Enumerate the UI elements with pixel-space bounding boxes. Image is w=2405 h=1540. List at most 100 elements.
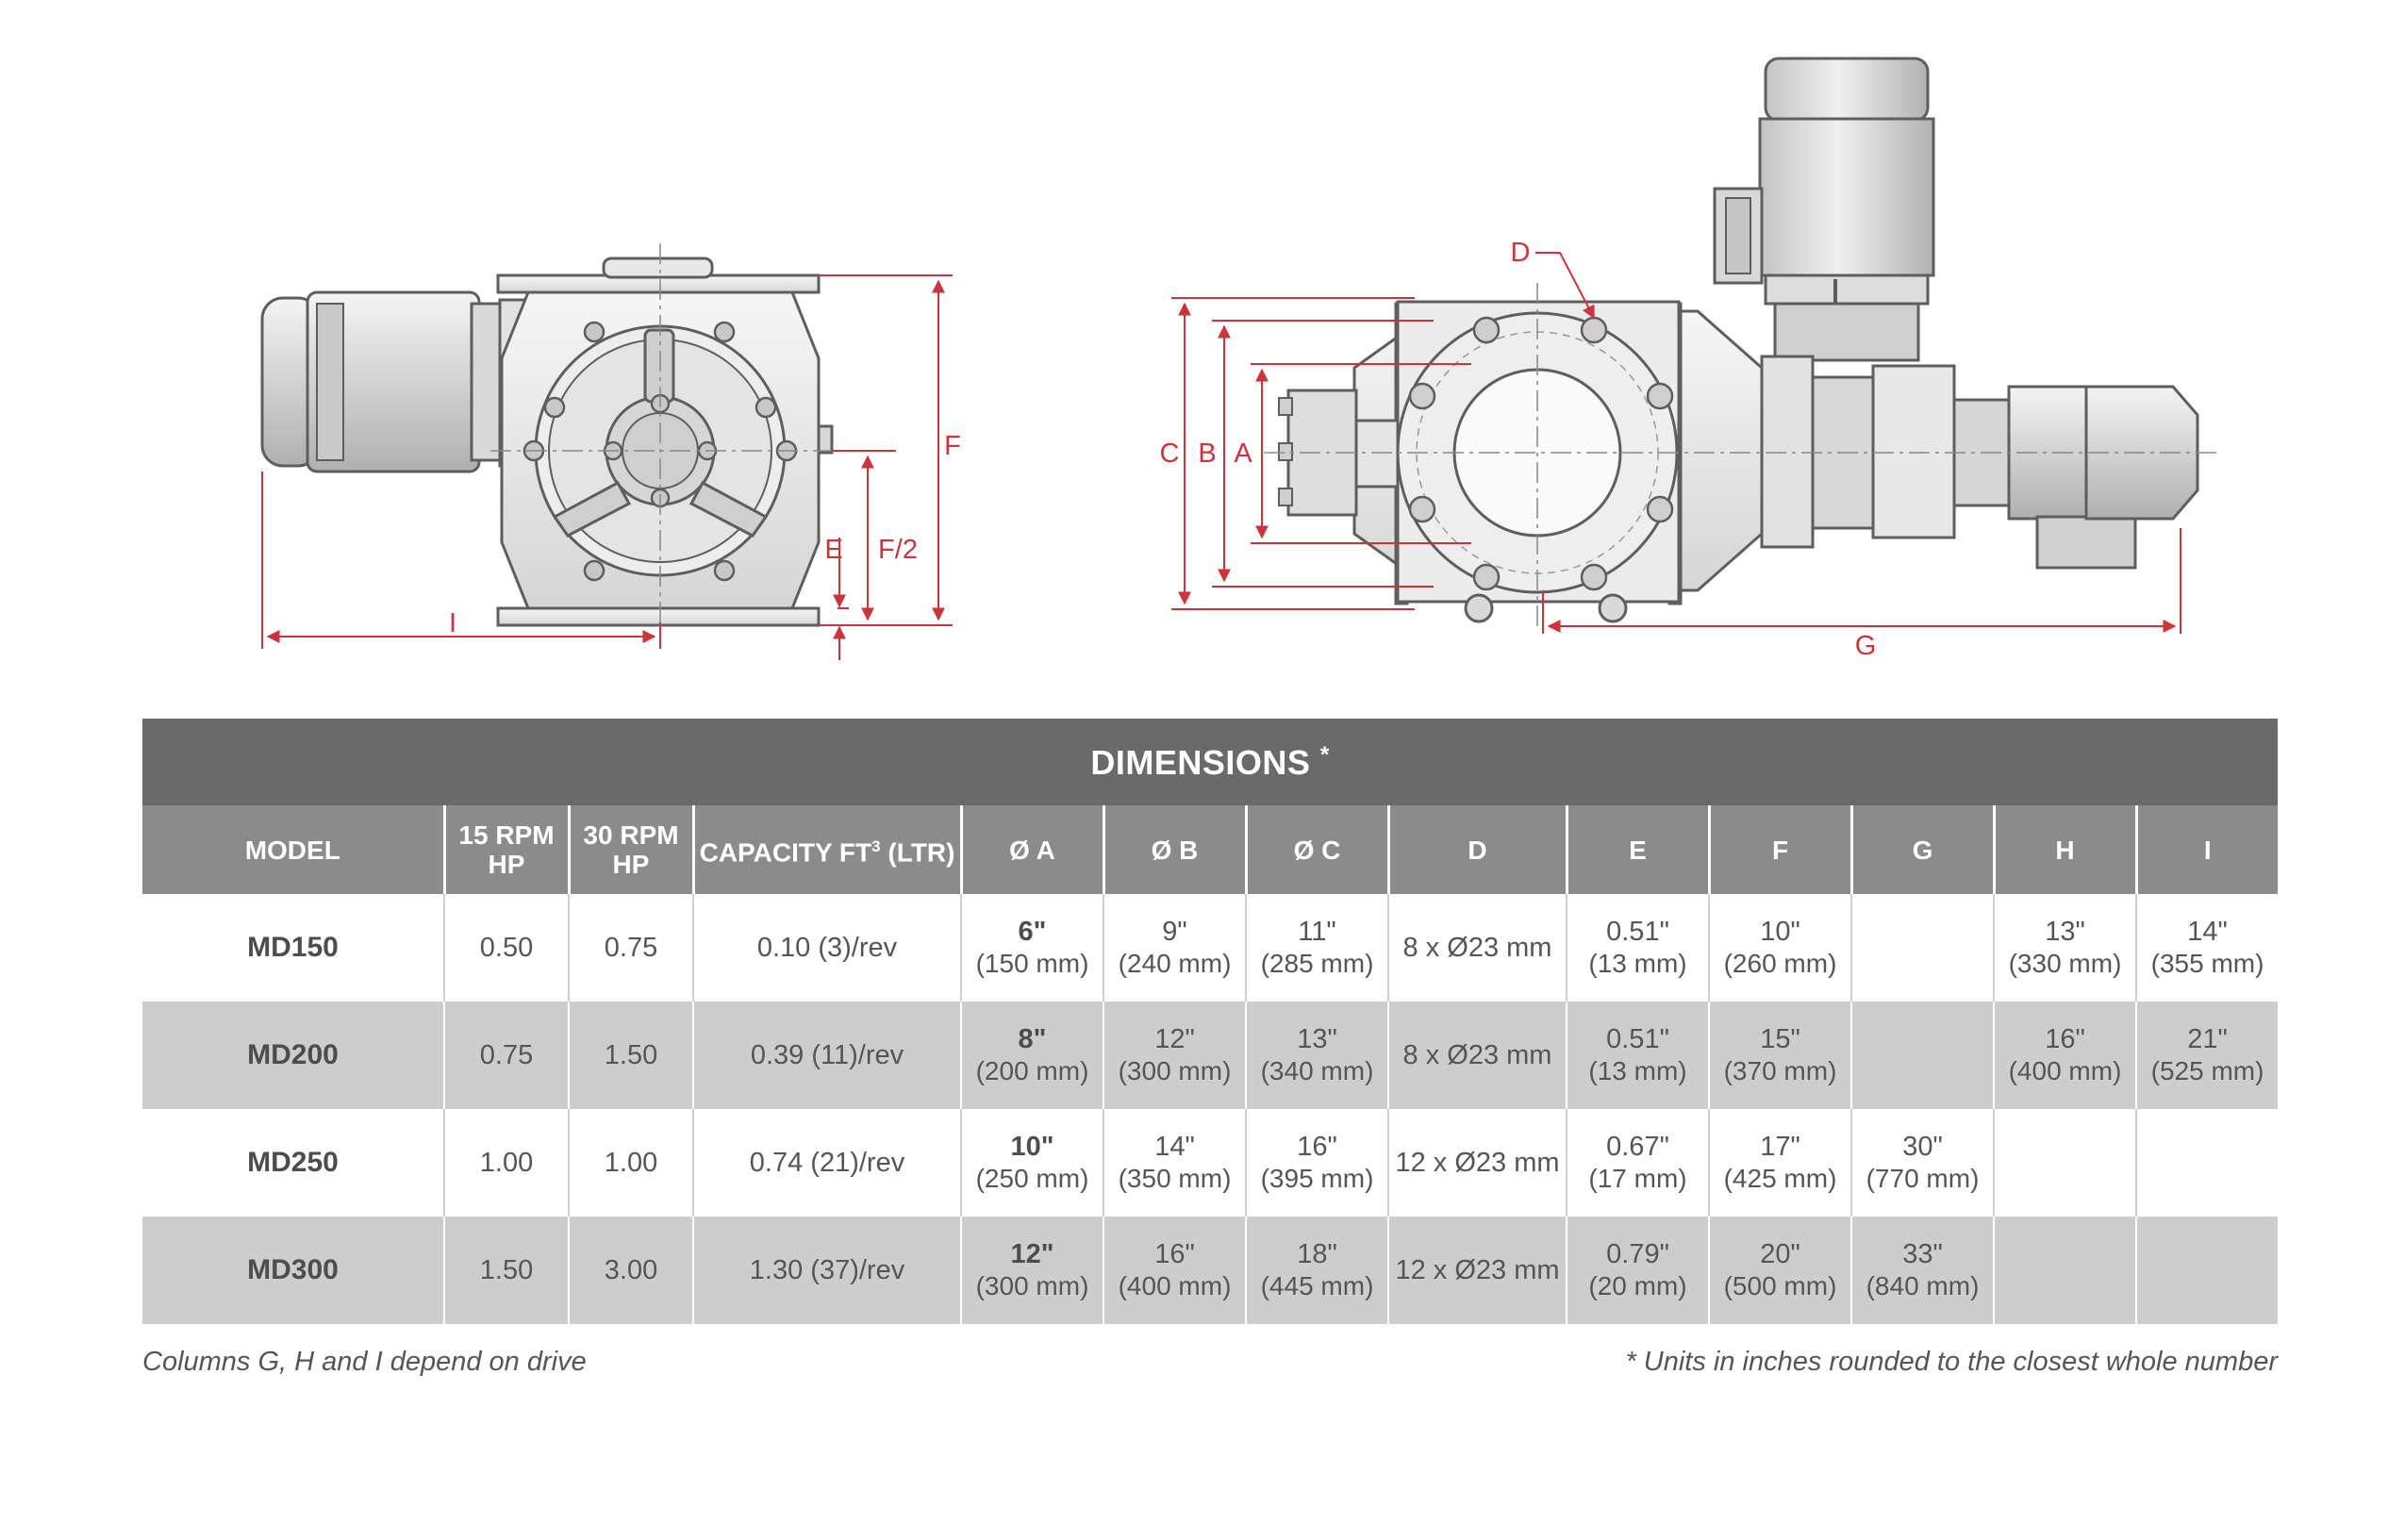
capacity-value: 0.10 (3)/rev bbox=[756, 933, 898, 963]
e-inch: 0.51" bbox=[1606, 1024, 1669, 1054]
f-inch: 17" bbox=[1760, 1132, 1800, 1162]
e-inch: 0.51" bbox=[1606, 917, 1669, 947]
c-mm: (340 mm) bbox=[1260, 1056, 1374, 1085]
cell-h bbox=[1994, 1109, 2137, 1217]
front-view bbox=[1264, 57, 2216, 630]
header-15rpm-line1: 15 RPM bbox=[458, 820, 555, 850]
a-mm: (250 mm) bbox=[975, 1164, 1089, 1193]
f-mm: (370 mm) bbox=[1723, 1056, 1837, 1085]
hp15-value: 0.50 bbox=[479, 933, 534, 963]
g-mm: (840 mm) bbox=[1866, 1271, 1980, 1300]
cell-b: 14"(350 mm) bbox=[1103, 1109, 1247, 1217]
cell-capacity: 0.10 (3)/rev bbox=[693, 894, 962, 1002]
cell-b: 9"(240 mm) bbox=[1103, 894, 1247, 1002]
b-mm: (300 mm) bbox=[1118, 1056, 1232, 1085]
cell-g bbox=[1851, 1002, 1995, 1109]
c-mm: (395 mm) bbox=[1260, 1164, 1374, 1193]
c-inch: 13" bbox=[1297, 1024, 1337, 1054]
cell-model: MD300 bbox=[142, 1217, 445, 1324]
hp15-value: 0.75 bbox=[479, 1040, 534, 1070]
cell-b: 16"(400 mm) bbox=[1103, 1217, 1247, 1324]
capacity-value: 0.39 (11)/rev bbox=[750, 1040, 904, 1070]
h-mm: (400 mm) bbox=[2008, 1056, 2122, 1085]
cell-h: 16"(400 mm) bbox=[1994, 1002, 2137, 1109]
f-mm: (500 mm) bbox=[1723, 1271, 1837, 1300]
i-inch: 21" bbox=[2187, 1024, 2228, 1054]
header-30rpm-line1: 30 RPM bbox=[583, 820, 679, 850]
cell-c: 11"(285 mm) bbox=[1246, 894, 1389, 1002]
dim-label-a: A bbox=[1234, 439, 1252, 469]
header-f: F bbox=[1709, 805, 1853, 894]
hp15-value: 1.00 bbox=[479, 1148, 534, 1178]
header-capacity-sup: 3 bbox=[871, 837, 881, 856]
model-name: MD300 bbox=[247, 1254, 339, 1285]
cell-i bbox=[2136, 1217, 2279, 1324]
i-mm: (355 mm) bbox=[2150, 949, 2264, 978]
cell-e: 0.51"(13 mm) bbox=[1567, 894, 1710, 1002]
d-value: 12 x Ø23 mm bbox=[1395, 1255, 1560, 1285]
header-model: MODEL bbox=[142, 805, 446, 894]
dim-label-g: G bbox=[1855, 631, 1877, 661]
e-inch: 0.79" bbox=[1606, 1239, 1669, 1269]
cell-c: 18"(445 mm) bbox=[1246, 1217, 1389, 1324]
cell-a: 8"(200 mm) bbox=[961, 1002, 1104, 1109]
cell-i bbox=[2136, 1109, 2279, 1217]
header-30rpm-line2: HP bbox=[612, 850, 650, 879]
e-mm: (17 mm) bbox=[1588, 1164, 1687, 1193]
d-value: 8 x Ø23 mm bbox=[1402, 1040, 1552, 1070]
g-inch: 33" bbox=[1902, 1239, 1943, 1269]
cell-hp30: 3.00 bbox=[569, 1217, 694, 1324]
cell-g: 30"(770 mm) bbox=[1851, 1109, 1995, 1217]
h-mm: (330 mm) bbox=[2008, 949, 2122, 978]
b-inch: 16" bbox=[1154, 1239, 1195, 1269]
dim-label-i: I bbox=[449, 608, 456, 638]
cell-c: 13"(340 mm) bbox=[1246, 1002, 1389, 1109]
cell-d: 8 x Ø23 mm bbox=[1388, 1002, 1567, 1109]
dim-label-b: B bbox=[1198, 439, 1216, 469]
cell-capacity: 0.74 (21)/rev bbox=[693, 1109, 962, 1217]
cell-g bbox=[1851, 894, 1995, 1002]
dim-label-e: E bbox=[824, 535, 842, 565]
a-mm: (300 mm) bbox=[975, 1271, 1089, 1300]
cell-hp15: 1.50 bbox=[444, 1217, 570, 1324]
e-mm: (20 mm) bbox=[1588, 1271, 1687, 1300]
dim-label-f: F bbox=[944, 431, 961, 461]
a-mm: (200 mm) bbox=[975, 1056, 1089, 1085]
cell-b: 12"(300 mm) bbox=[1103, 1002, 1247, 1109]
cell-h bbox=[1994, 1217, 2137, 1324]
hp30-value: 0.75 bbox=[604, 933, 658, 963]
cell-hp30: 0.75 bbox=[569, 894, 694, 1002]
b-mm: (350 mm) bbox=[1118, 1164, 1232, 1193]
cell-a: 12"(300 mm) bbox=[961, 1217, 1104, 1324]
cell-h: 13"(330 mm) bbox=[1994, 894, 2137, 1002]
footnote-right: * Units in inches rounded to the closest… bbox=[1625, 1347, 2278, 1377]
footnote-left: Columns G, H and I depend on drive bbox=[142, 1347, 587, 1377]
header-capacity-unit: (LTR) bbox=[880, 837, 955, 868]
a-inch: 6" bbox=[1018, 917, 1047, 947]
b-mm: (400 mm) bbox=[1118, 1271, 1232, 1300]
c-mm: (445 mm) bbox=[1260, 1271, 1374, 1300]
header-i: I bbox=[2136, 805, 2279, 894]
d-value: 8 x Ø23 mm bbox=[1402, 933, 1552, 963]
dim-label-f-half: F/2 bbox=[878, 535, 918, 565]
hp30-value: 1.50 bbox=[604, 1040, 658, 1070]
model-name: MD150 bbox=[247, 932, 339, 963]
h-inch: 13" bbox=[2045, 917, 2085, 947]
dim-label-d: D bbox=[1511, 238, 1531, 268]
c-inch: 16" bbox=[1297, 1132, 1337, 1162]
cell-f: 10"(260 mm) bbox=[1709, 894, 1852, 1002]
cell-a: 10"(250 mm) bbox=[961, 1109, 1104, 1217]
hp15-value: 1.50 bbox=[479, 1255, 534, 1285]
cell-e: 0.51"(13 mm) bbox=[1567, 1002, 1710, 1109]
f-mm: (425 mm) bbox=[1723, 1164, 1837, 1193]
vertical-motor bbox=[1713, 57, 1935, 362]
hp30-value: 1.00 bbox=[604, 1148, 658, 1178]
c-inch: 18" bbox=[1297, 1239, 1337, 1269]
f-inch: 20" bbox=[1760, 1239, 1800, 1269]
cell-model: MD200 bbox=[142, 1002, 445, 1109]
